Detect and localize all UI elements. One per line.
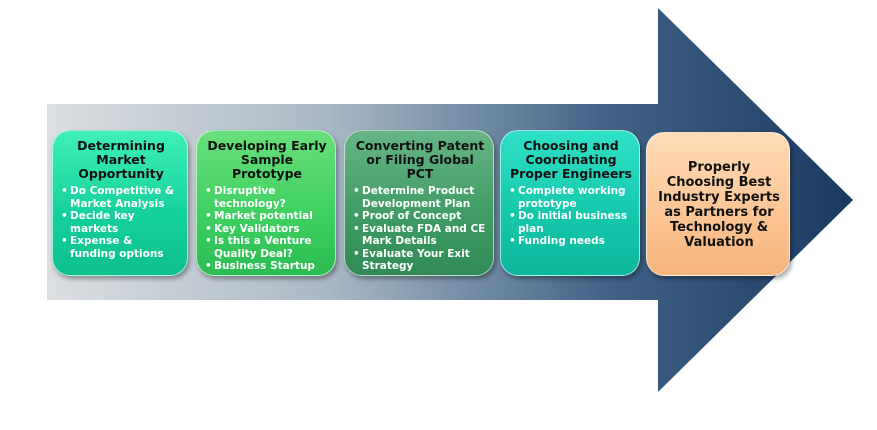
step-title: Properly Choosing Best Industry Experts … — [658, 160, 780, 250]
step-market-opportunity: Determining Market Opportunity Do Compet… — [52, 130, 188, 276]
step-sample-prototype: Developing Early Sample Prototype Disrup… — [196, 130, 336, 276]
bullet-item: Market potential — [205, 210, 329, 223]
bullet-item: Key Validators — [205, 223, 329, 236]
step-industry-experts: Properly Choosing Best Industry Experts … — [646, 132, 790, 276]
bullet-item: Do initial business plan — [509, 210, 633, 235]
bullet-item: Decide key markets — [61, 210, 181, 235]
bullet-item: Expense & funding options — [61, 235, 181, 260]
bullet-item: Determine Product Development Plan — [353, 185, 487, 210]
step-patent-pct: Converting Patent or Filing Global PCT D… — [344, 130, 494, 276]
bullet-item: Proof of Concept — [353, 210, 487, 223]
step-bullets: Complete working prototype Do initial bu… — [509, 185, 633, 248]
step-title: Determining Market Opportunity — [77, 138, 165, 181]
step-bullets: Disruptive technology? Market potential … — [205, 185, 329, 273]
bullet-item: Evaluate Your Exit Strategy — [353, 248, 487, 273]
bullet-item: Business Startup — [205, 260, 329, 273]
step-title: Developing Early Sample Prototype — [207, 138, 327, 181]
step-title: Choosing and Coordinating Proper Enginee… — [510, 138, 632, 181]
bullet-item: Evaluate FDA and CE Mark Details — [353, 223, 487, 248]
bullet-item: Is this a Venture Quality Deal? — [205, 235, 329, 260]
step-bullets: Do Competitive & Market Analysis Decide … — [61, 185, 181, 260]
step-title: Converting Patent or Filing Global PCT — [355, 138, 485, 181]
step-bullets: Determine Product Development Plan Proof… — [353, 185, 487, 273]
step-engineers: Choosing and Coordinating Proper Enginee… — [500, 130, 640, 276]
bullet-item: Complete working prototype — [509, 185, 633, 210]
bullet-item: Do Competitive & Market Analysis — [61, 185, 181, 210]
bullet-item: Disruptive technology? — [205, 185, 329, 210]
bullet-item: Funding needs — [509, 235, 633, 248]
